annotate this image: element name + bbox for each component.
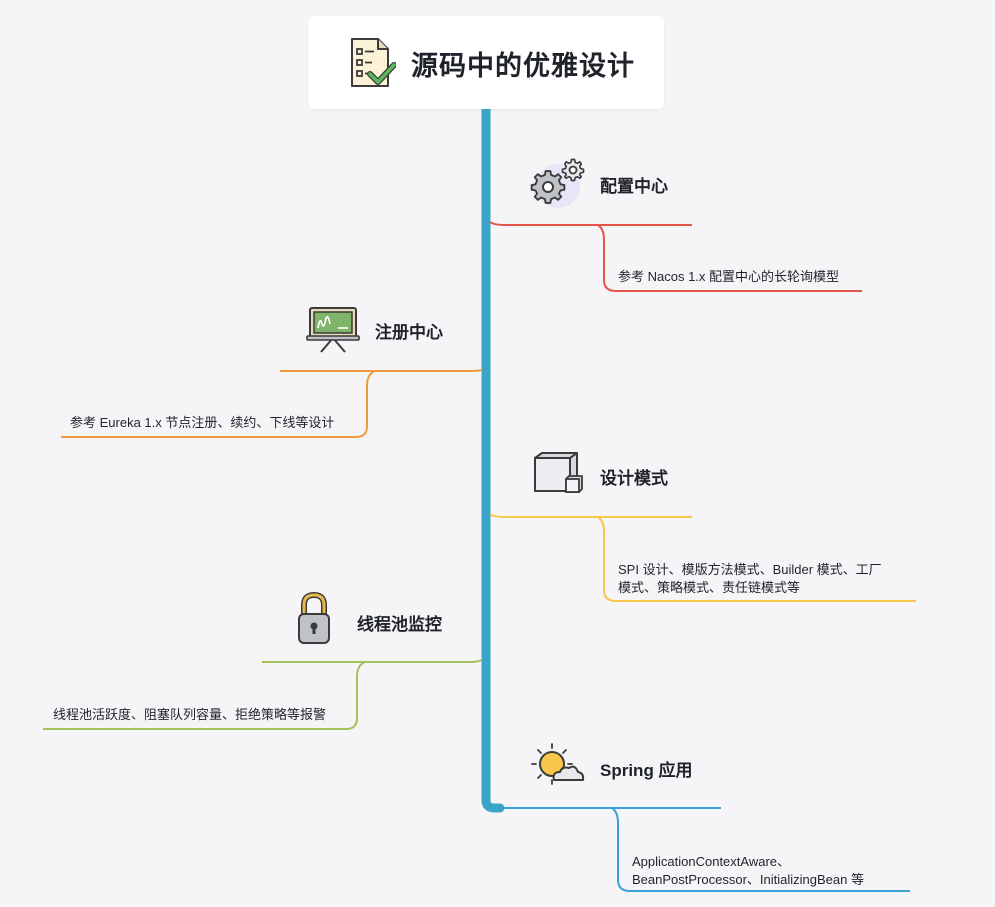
topic-spring-label[interactable]: Spring 应用 [600, 761, 693, 780]
checklist-icon [351, 38, 396, 87]
connector-registry [61, 370, 376, 438]
topic-spring-detail[interactable]: ApplicationContextAware、 BeanPostProcess… [632, 853, 864, 889]
presentation-board-icon [306, 307, 360, 353]
root-topic[interactable]: 源码中的优雅设计 [308, 16, 664, 109]
gears-icon [530, 158, 585, 208]
topic-pattern-detail-line-2: 模式、策略模式、责任链模式等 [618, 580, 801, 595]
topic-spring-detail-line-2: BeanPostProcessor、InitializingBean 等 [632, 872, 864, 887]
topic-threadpool-label[interactable]: 线程池监控 [357, 615, 442, 634]
branch-registry [280, 369, 483, 372]
padlock-icon [298, 592, 330, 644]
root-title: 源码中的优雅设计 [411, 51, 635, 81]
branch-config [489, 221, 692, 226]
sun-cloud-icon [531, 743, 585, 785]
topic-registry-detail[interactable]: 参考 Eureka 1.x 节点注册、续约、下线等设计 [70, 415, 335, 430]
branch-pattern [489, 513, 692, 518]
topic-threadpool-detail[interactable]: 线程池活跃度、阻塞队列容量、拒绝策略等报警 [53, 707, 327, 722]
topic-pattern-detail-line-1: SPI 设计、模版方法模式、Builder 模式、工厂 [618, 562, 882, 577]
topic-registry-label[interactable]: 注册中心 [375, 323, 443, 342]
main-trunk [481, 103, 505, 813]
connector-threadpool [43, 661, 366, 730]
branch-threadpool [262, 659, 483, 663]
topic-config-label[interactable]: 配置中心 [600, 177, 668, 196]
connector-spring [611, 807, 910, 892]
topic-pattern-detail[interactable]: SPI 设计、模版方法模式、Builder 模式、工厂 模式、策略模式、责任链模… [618, 561, 918, 597]
cube-boxes-icon [534, 452, 583, 493]
topic-pattern-label[interactable]: 设计模式 [600, 469, 668, 488]
topic-config-detail[interactable]: 参考 Nacos 1.x 配置中心的长轮询模型 [618, 269, 840, 284]
connector-pattern [597, 516, 916, 602]
connector-config [597, 224, 862, 292]
topic-spring-detail-line-1: ApplicationContextAware、 [632, 854, 791, 869]
